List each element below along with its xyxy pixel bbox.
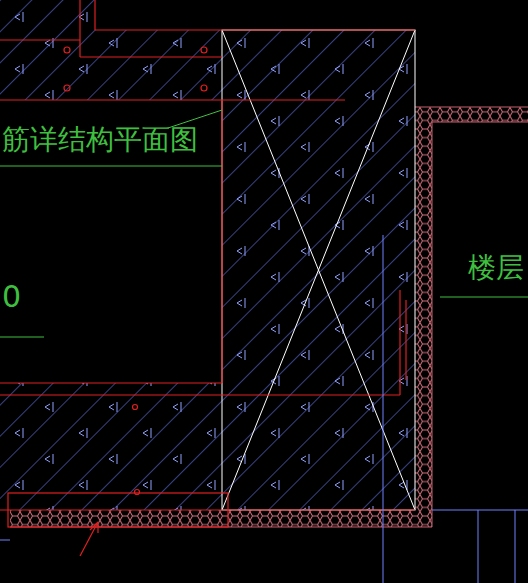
grid-lines <box>0 235 528 583</box>
drawing-label: 楼层 <box>468 254 524 282</box>
beam-lines <box>0 0 415 556</box>
column-outline <box>222 30 415 510</box>
insulation-layer <box>10 107 528 527</box>
drawing-label: 0 <box>2 282 21 312</box>
concrete-marks <box>0 0 415 510</box>
leader-lines <box>0 110 528 337</box>
drawing-label: 筋详结构平面图 <box>2 126 198 154</box>
concrete-hatch <box>0 0 415 510</box>
